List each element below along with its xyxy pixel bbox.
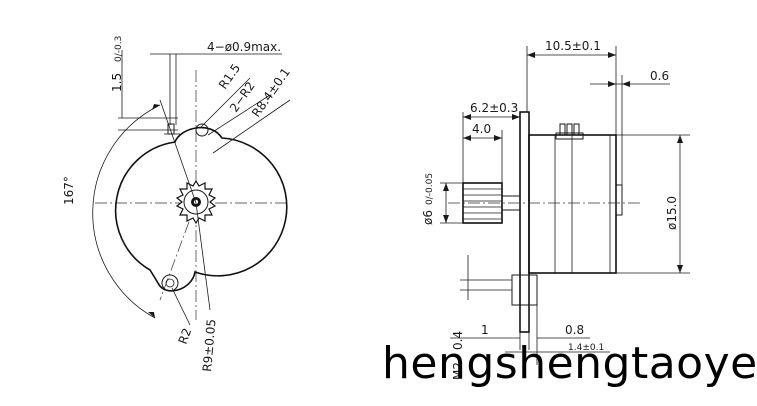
motor-body-side — [528, 134, 617, 274]
watermark: hengshengtaoye — [382, 338, 757, 389]
terminal-pins — [164, 123, 180, 135]
motor-body-outline — [114, 126, 288, 292]
dim-r84: R8.4±0.1 — [249, 65, 293, 119]
dim-gear-dia: ø6 — [421, 210, 435, 225]
dim-14: 1.4±0.1 — [568, 343, 604, 353]
dim-m: M2 — [451, 362, 465, 380]
dim-r15: R1.5 — [216, 61, 243, 91]
dim-length: 10.5±0.1 — [545, 39, 601, 53]
dim-04: 0.4 — [451, 331, 465, 350]
dim-pin-height: 1.5 — [110, 73, 124, 92]
dim-62: 6.2±0.3 — [470, 101, 518, 115]
front-view: 1.5 0/-0.3 4−ø0.9max. R1.5 2−R2 R8.4±0.1… — [62, 36, 293, 373]
mount-hole — [161, 274, 179, 292]
dim-r9: R9±0.05 — [200, 318, 219, 372]
dim-pins: 4−ø0.9max. — [207, 40, 281, 54]
dim-08: 0.8 — [565, 323, 584, 337]
dim-40: 4.0 — [472, 122, 491, 136]
flange — [519, 111, 530, 333]
dim-1: 1 — [481, 323, 489, 337]
dim-06: 0.6 — [650, 69, 669, 83]
side-view: 10.5±0.1 0.6 6.2±0.3 4.0 ø6 0/-0.05 ø15.… — [421, 39, 690, 380]
terminal-pins-side — [555, 123, 584, 140]
dim-angle: 167° — [62, 176, 76, 205]
dim-gear-dia-tol: 0/-0.05 — [425, 173, 435, 205]
dim-r2: R2 — [176, 326, 195, 346]
dim-body-dia: ø15.0 — [665, 196, 679, 230]
dim-pin-height-tol: 0/-0.3 — [114, 36, 124, 62]
